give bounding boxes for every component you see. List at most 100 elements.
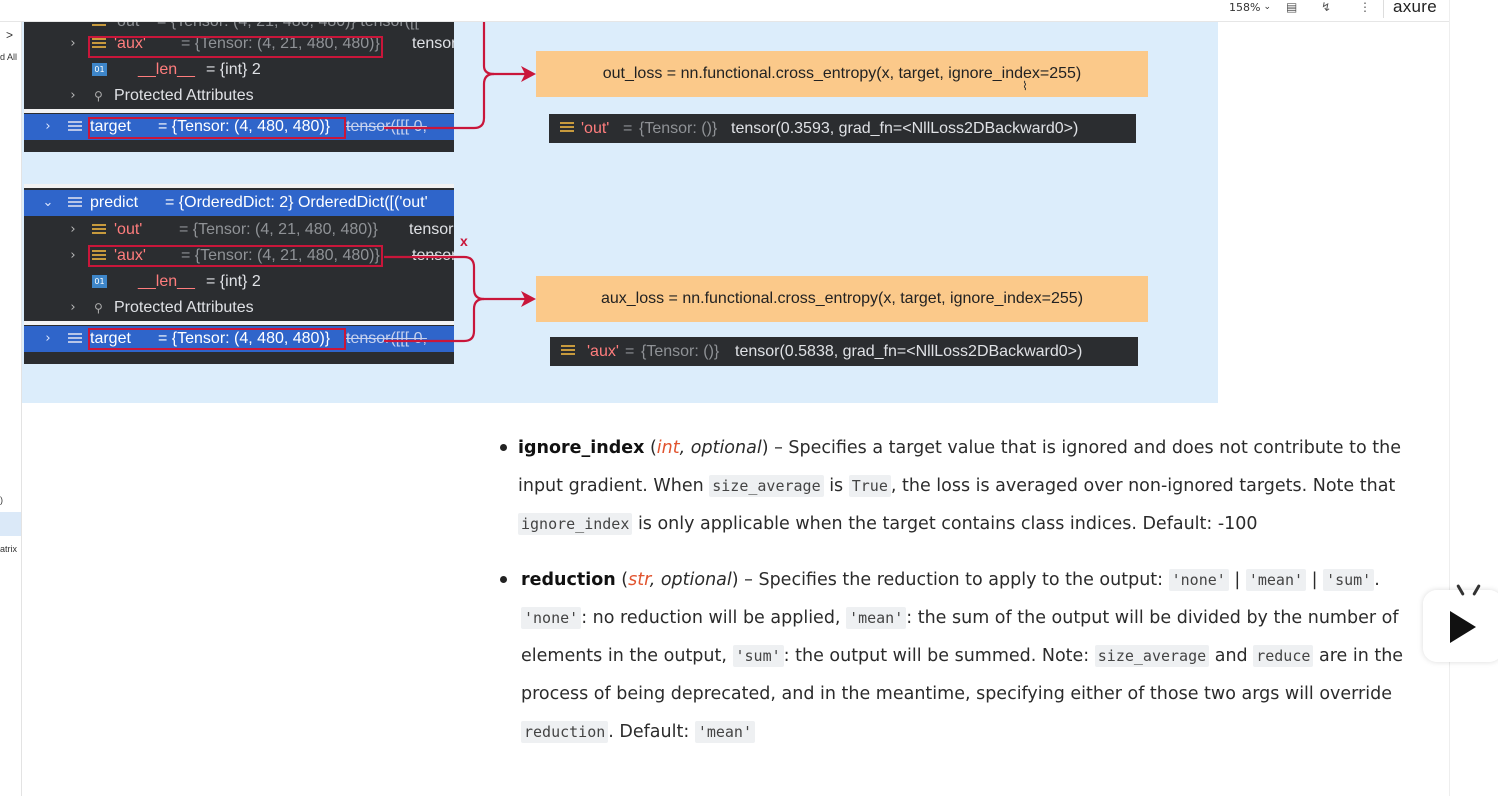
chevron-right-icon[interactable]: › [70,88,76,103]
highlight-box-aux [88,36,383,58]
field-icon [68,197,82,209]
result-value: tensor(0.5838, grad_fn=<NllLoss2DBackwar… [735,343,1083,360]
tree-row-target[interactable]: › target = {Tensor: (4, 480, 480)} tenso… [24,326,454,352]
row-value: = {OrderedDict: 2} OrderedDict([('out' [165,194,428,211]
more-vertical-icon[interactable]: ⋮ [1359,0,1371,14]
sidebar-selected-item[interactable] [0,512,21,536]
row-tail: tensor([[ [412,247,454,264]
field-icon [561,345,575,357]
sidebar-item-fragment[interactable]: ) [0,495,3,505]
tree-row-protected[interactable]: › ⚲ Protected Attributes [24,295,454,321]
doc-text-part: and [1209,646,1254,666]
inline-code: 'none' [1168,569,1229,591]
inline-code: 'none' [521,607,582,629]
doc-item-ignore-index: ignore_index (int, optional) – Specifies… [500,429,1445,543]
row-value: = {int} 2 [206,61,261,78]
field-icon [92,224,106,236]
play-icon [1450,611,1476,643]
zoom-level: 158% [1229,0,1261,14]
field-icon [560,122,574,134]
row-name: __len__ [138,273,195,290]
row-name: 'out' [114,221,143,238]
tree-row-out[interactable]: › 'out' = {Tensor: (4, 21, 480, 480)} te… [24,217,454,243]
tree-row-len[interactable]: 01 __len__ = {int} 2 [24,57,454,83]
divider [24,321,454,325]
doc-text-part: . [1374,570,1380,590]
row-name: target [90,118,131,135]
result-value: tensor(0.3593, grad_fn=<NllLoss2DBackwar… [731,120,1079,137]
chevron-right-icon[interactable]: › [70,222,76,237]
sidebar-expand-icon[interactable]: > [6,28,14,42]
chevron-down-icon[interactable]: ⌄ [42,195,54,210]
field-icon [92,250,106,262]
param-name: ignore_index [518,438,645,458]
highlight-box-aux [88,245,383,267]
row-tail: tensor([[[ 0, [346,118,427,135]
inline-code: 'mean' [694,721,755,743]
doc-text-part: – Specifies a target value that is ignor… [518,438,1401,496]
row-name: 'out' [114,22,142,35]
top-toolbar: 158% ⌄ ▤ ↯ ⋮ axure [0,0,1449,22]
row-value: = {int} 2 [206,273,261,290]
video-play-button[interactable] [1423,584,1498,662]
bullet [500,576,507,583]
bullet [500,444,507,451]
chevron-right-icon[interactable]: › [70,36,76,51]
doc-text-part: , the loss is averaged over non-ignored … [890,476,1396,496]
inline-code: ignore_index [518,513,633,535]
result-name: 'out' [581,120,610,137]
row-name: predict [90,194,139,211]
key-icon: ⚲ [94,301,103,315]
right-edge [1449,0,1498,796]
row-value: = {Tensor: (4, 21, 480, 480)} [181,247,380,264]
tree-row-protected[interactable]: › ⚲ Protected Attributes [24,83,454,109]
document-icon[interactable]: ▤ [1286,0,1298,14]
param-optional: optional [690,438,762,458]
out-loss-code-box: out_loss = nn.functional.cross_entropy(x… [536,51,1148,97]
doc-text-part: . Default: [608,722,695,742]
axure-logo: axure [1393,0,1438,16]
row-value: = {Tensor: (4, 21, 480, 480)} [179,221,378,238]
chevron-right-icon[interactable]: › [70,248,76,263]
result-type: {Tensor: ()} [639,120,718,137]
divider [24,184,454,188]
sidebar-item-matrix[interactable]: atrix [0,544,18,554]
doc-text-part: : the sum of the output will be divided … [521,608,1399,666]
field-icon [68,121,82,133]
doc-text-part: is only applicable when the target conta… [632,514,1258,534]
row-tail: tensor([[[ 0, [346,330,427,347]
doc-text-part: : no reduction will be applied, [581,608,847,628]
chevron-down-icon: ⌄ [1263,2,1271,12]
row-tail: tensor([[ [409,221,454,238]
tree-row-len[interactable]: 01 __len__ = {int} 2 [24,269,454,295]
debugger-pane-bottom: ⌄ predict = {OrderedDict: 2} OrderedDict… [24,184,454,364]
result-name: 'aux' [587,343,619,360]
result-type: {Tensor: ()} [641,343,720,360]
chevron-right-icon[interactable]: › [45,119,51,134]
chevron-right-icon[interactable]: › [70,300,76,315]
aux-loss-result: 'aux' = {Tensor: ()} tensor(0.5838, grad… [550,337,1138,366]
param-type-link[interactable]: int [656,438,680,458]
doc-text-part: is [823,476,849,496]
param-name: reduction [521,570,616,590]
sidebar-item-expand-all[interactable]: d All [0,52,18,62]
row-value: = {Tensor: (4, 21, 480, 480)} tensor([[ [157,22,419,35]
doc-text: ignore_index (int, optional) – Specifies… [518,438,1401,535]
param-type-link[interactable]: str [628,570,650,590]
inline-code: 'sum' [1323,569,1375,591]
tree-row-predict[interactable]: ⌄ predict = {OrderedDict: 2} OrderedDict… [24,190,454,216]
inline-code: reduction [521,721,609,743]
tree-row-out[interactable]: 'out' = {Tensor: (4, 21, 480, 480)} tens… [24,22,454,35]
lightning-icon[interactable]: ↯ [1321,0,1332,14]
chevron-right-icon[interactable]: › [45,331,51,346]
zoom-select[interactable]: 158% ⌄ [1229,0,1271,14]
tree-row-aux[interactable]: › 'aux' = {Tensor: (4, 21, 480, 480)} te… [24,31,454,57]
binary-icon: 01 [92,63,107,76]
row-name: 'aux' [114,247,146,264]
toolbar-divider [1383,0,1384,18]
inline-code: 'sum' [732,645,784,667]
doc-text-part: | [1228,570,1246,590]
key-icon: ⚲ [94,89,103,103]
doc-text-part: | [1306,570,1324,590]
highlight-box-target [88,328,346,350]
